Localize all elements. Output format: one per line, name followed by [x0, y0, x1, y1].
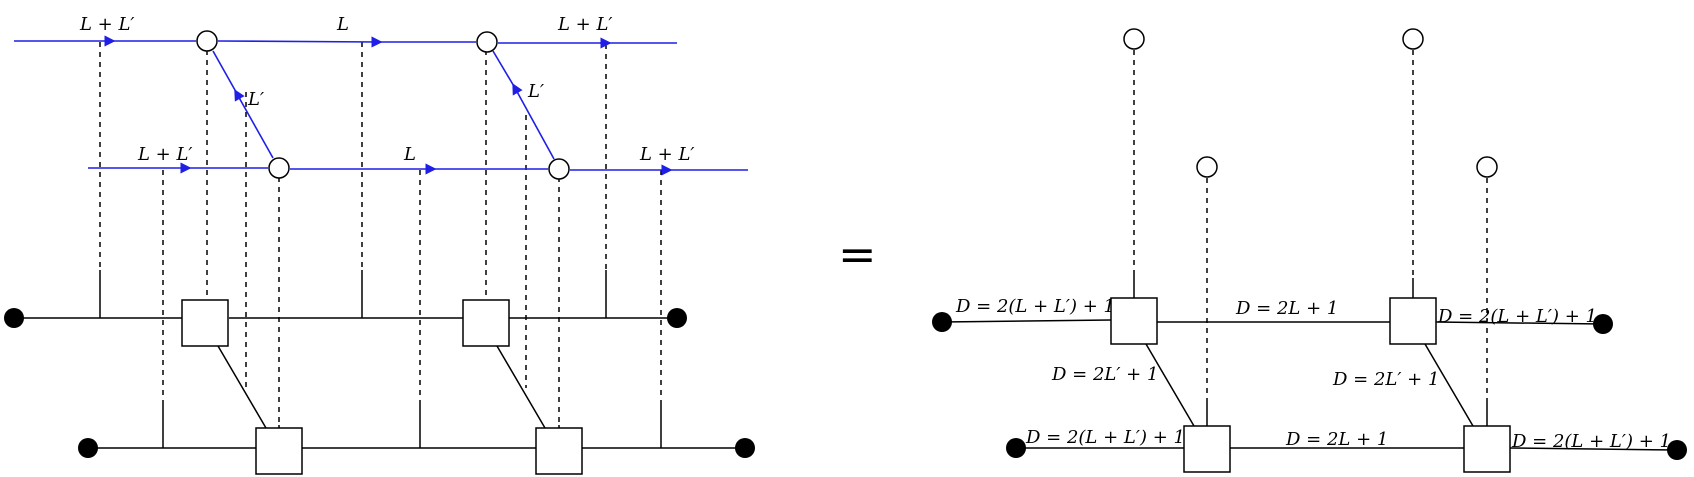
left-diagram	[4, 30, 755, 475]
right-bottom-label-1: D = 2(L + L′) + 1	[1025, 427, 1185, 448]
left-blue-lines	[14, 35, 748, 176]
right-top-label-2: D = 2L + 1	[1235, 298, 1338, 319]
right-bottom-label-3: D = 2(L + L′) + 1	[1511, 431, 1671, 452]
right-end-dots	[932, 312, 1687, 460]
left-bottom-label-3: L + L′	[639, 144, 695, 165]
left-bottom-label-2: L	[403, 144, 416, 165]
right-top-label-1: D = 2(L + L′) + 1	[955, 296, 1115, 317]
left-diagonal-label-2: L′	[527, 81, 544, 102]
left-top-label-2: L	[336, 14, 349, 35]
left-solid-stubs	[99, 270, 662, 452]
right-bottom-label-2: D = 2L + 1	[1285, 429, 1388, 450]
equals-sign: =	[838, 227, 877, 281]
left-bottom-label-1: L + L′	[137, 144, 193, 165]
right-diagonal-label-2: D = 2L′ + 1	[1332, 369, 1439, 390]
right-tensor-boxes	[1110, 297, 1511, 473]
left-diagonal-label-1: L′	[247, 89, 264, 110]
left-tensor-boxes	[181, 299, 583, 475]
left-top-label-1: L + L′	[79, 14, 135, 35]
left-top-label-3: L + L′	[557, 14, 613, 35]
right-diagonal-label-1: D = 2L′ + 1	[1051, 364, 1158, 385]
left-dashed-connectors	[99, 42, 662, 425]
right-diagram	[932, 28, 1687, 473]
right-top-label-3: D = 2(L + L′) + 1	[1437, 306, 1597, 327]
left-hollow-nodes	[196, 30, 570, 180]
right-chains	[941, 319, 1678, 451]
right-dashed-connectors	[1133, 50, 1488, 400]
right-hollow-nodes	[1123, 28, 1498, 178]
left-chains	[14, 317, 745, 449]
left-end-dots	[4, 308, 755, 458]
